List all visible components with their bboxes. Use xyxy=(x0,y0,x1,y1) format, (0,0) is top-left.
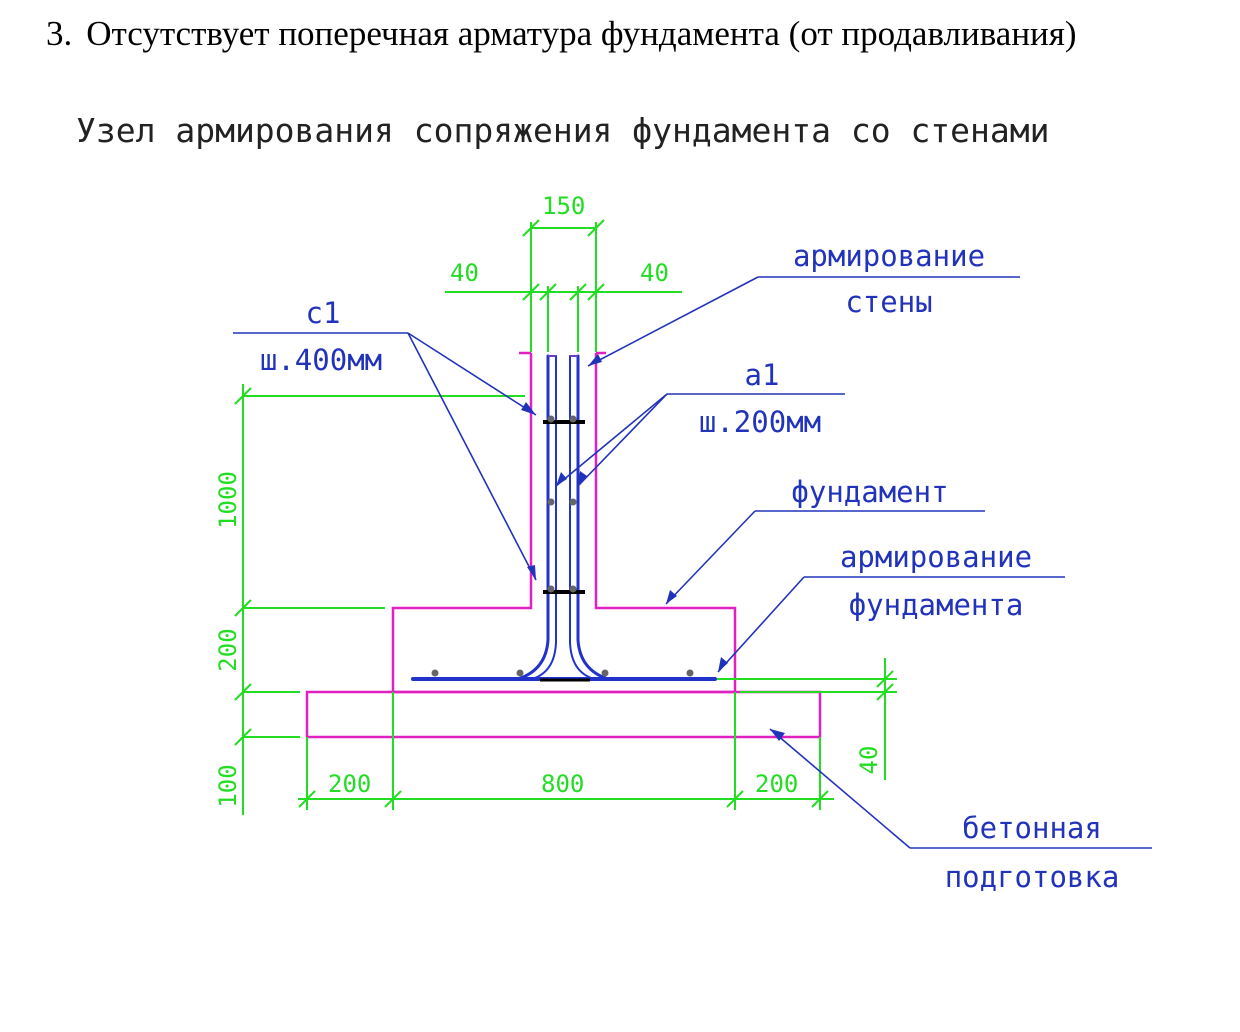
dim-bottom-cover: 40 xyxy=(855,746,883,775)
leader-arrows xyxy=(521,354,785,741)
drawing-title: Узел армирования сопряжения фундамента с… xyxy=(76,111,1050,150)
leader-labels: с1 ш.400мм армирование стены а1 ш.200мм … xyxy=(260,239,1119,894)
label-c1-name: с1 xyxy=(306,296,341,330)
dimension-lines xyxy=(234,219,897,815)
rebar-dots xyxy=(431,415,694,677)
dim-prep-left: 200 xyxy=(328,770,371,798)
label-a1-spacing: ш.200мм xyxy=(699,405,821,439)
heading-text: Отсутствует поперечная арматура фундамен… xyxy=(86,14,1077,53)
wall-rebar-left xyxy=(516,354,550,681)
label-foundation-rebar-line2: фундамента xyxy=(849,588,1024,622)
heading: 3. Отсутствует поперечная арматура фундам… xyxy=(46,14,1077,54)
heading-number: 3. xyxy=(46,14,73,53)
dim-wall-width: 150 xyxy=(542,192,585,220)
dim-cover-right: 40 xyxy=(640,259,669,287)
label-foundation-rebar-line1: армирование xyxy=(840,540,1032,574)
concrete-outline xyxy=(305,351,822,739)
dimension-texts: 150 40 40 1000 200 100 200 800 200 40 xyxy=(214,192,883,808)
reinforcement xyxy=(411,354,717,681)
label-wall-rebar-line1: армирование xyxy=(793,239,985,273)
label-c1-spacing: ш.400мм xyxy=(260,343,382,377)
label-wall-rebar-line2: стены xyxy=(845,285,932,319)
dim-wall-height: 1000 xyxy=(214,471,242,529)
label-concrete-prep-line1: бетонная xyxy=(962,811,1102,845)
dim-footing-height: 200 xyxy=(214,628,242,671)
label-foundation: фундамент xyxy=(791,475,948,509)
dim-prep-height: 100 xyxy=(214,764,242,807)
concrete-preparation-outline xyxy=(305,690,822,739)
wall-rebar-right xyxy=(576,354,610,681)
dim-cover-left: 40 xyxy=(450,259,479,287)
label-concrete-prep-line2: подготовка xyxy=(945,860,1120,894)
leader-lines xyxy=(233,276,1152,849)
label-a1-name: а1 xyxy=(745,358,780,392)
dim-prep-right: 200 xyxy=(755,770,798,798)
dim-footing-width: 800 xyxy=(541,770,584,798)
